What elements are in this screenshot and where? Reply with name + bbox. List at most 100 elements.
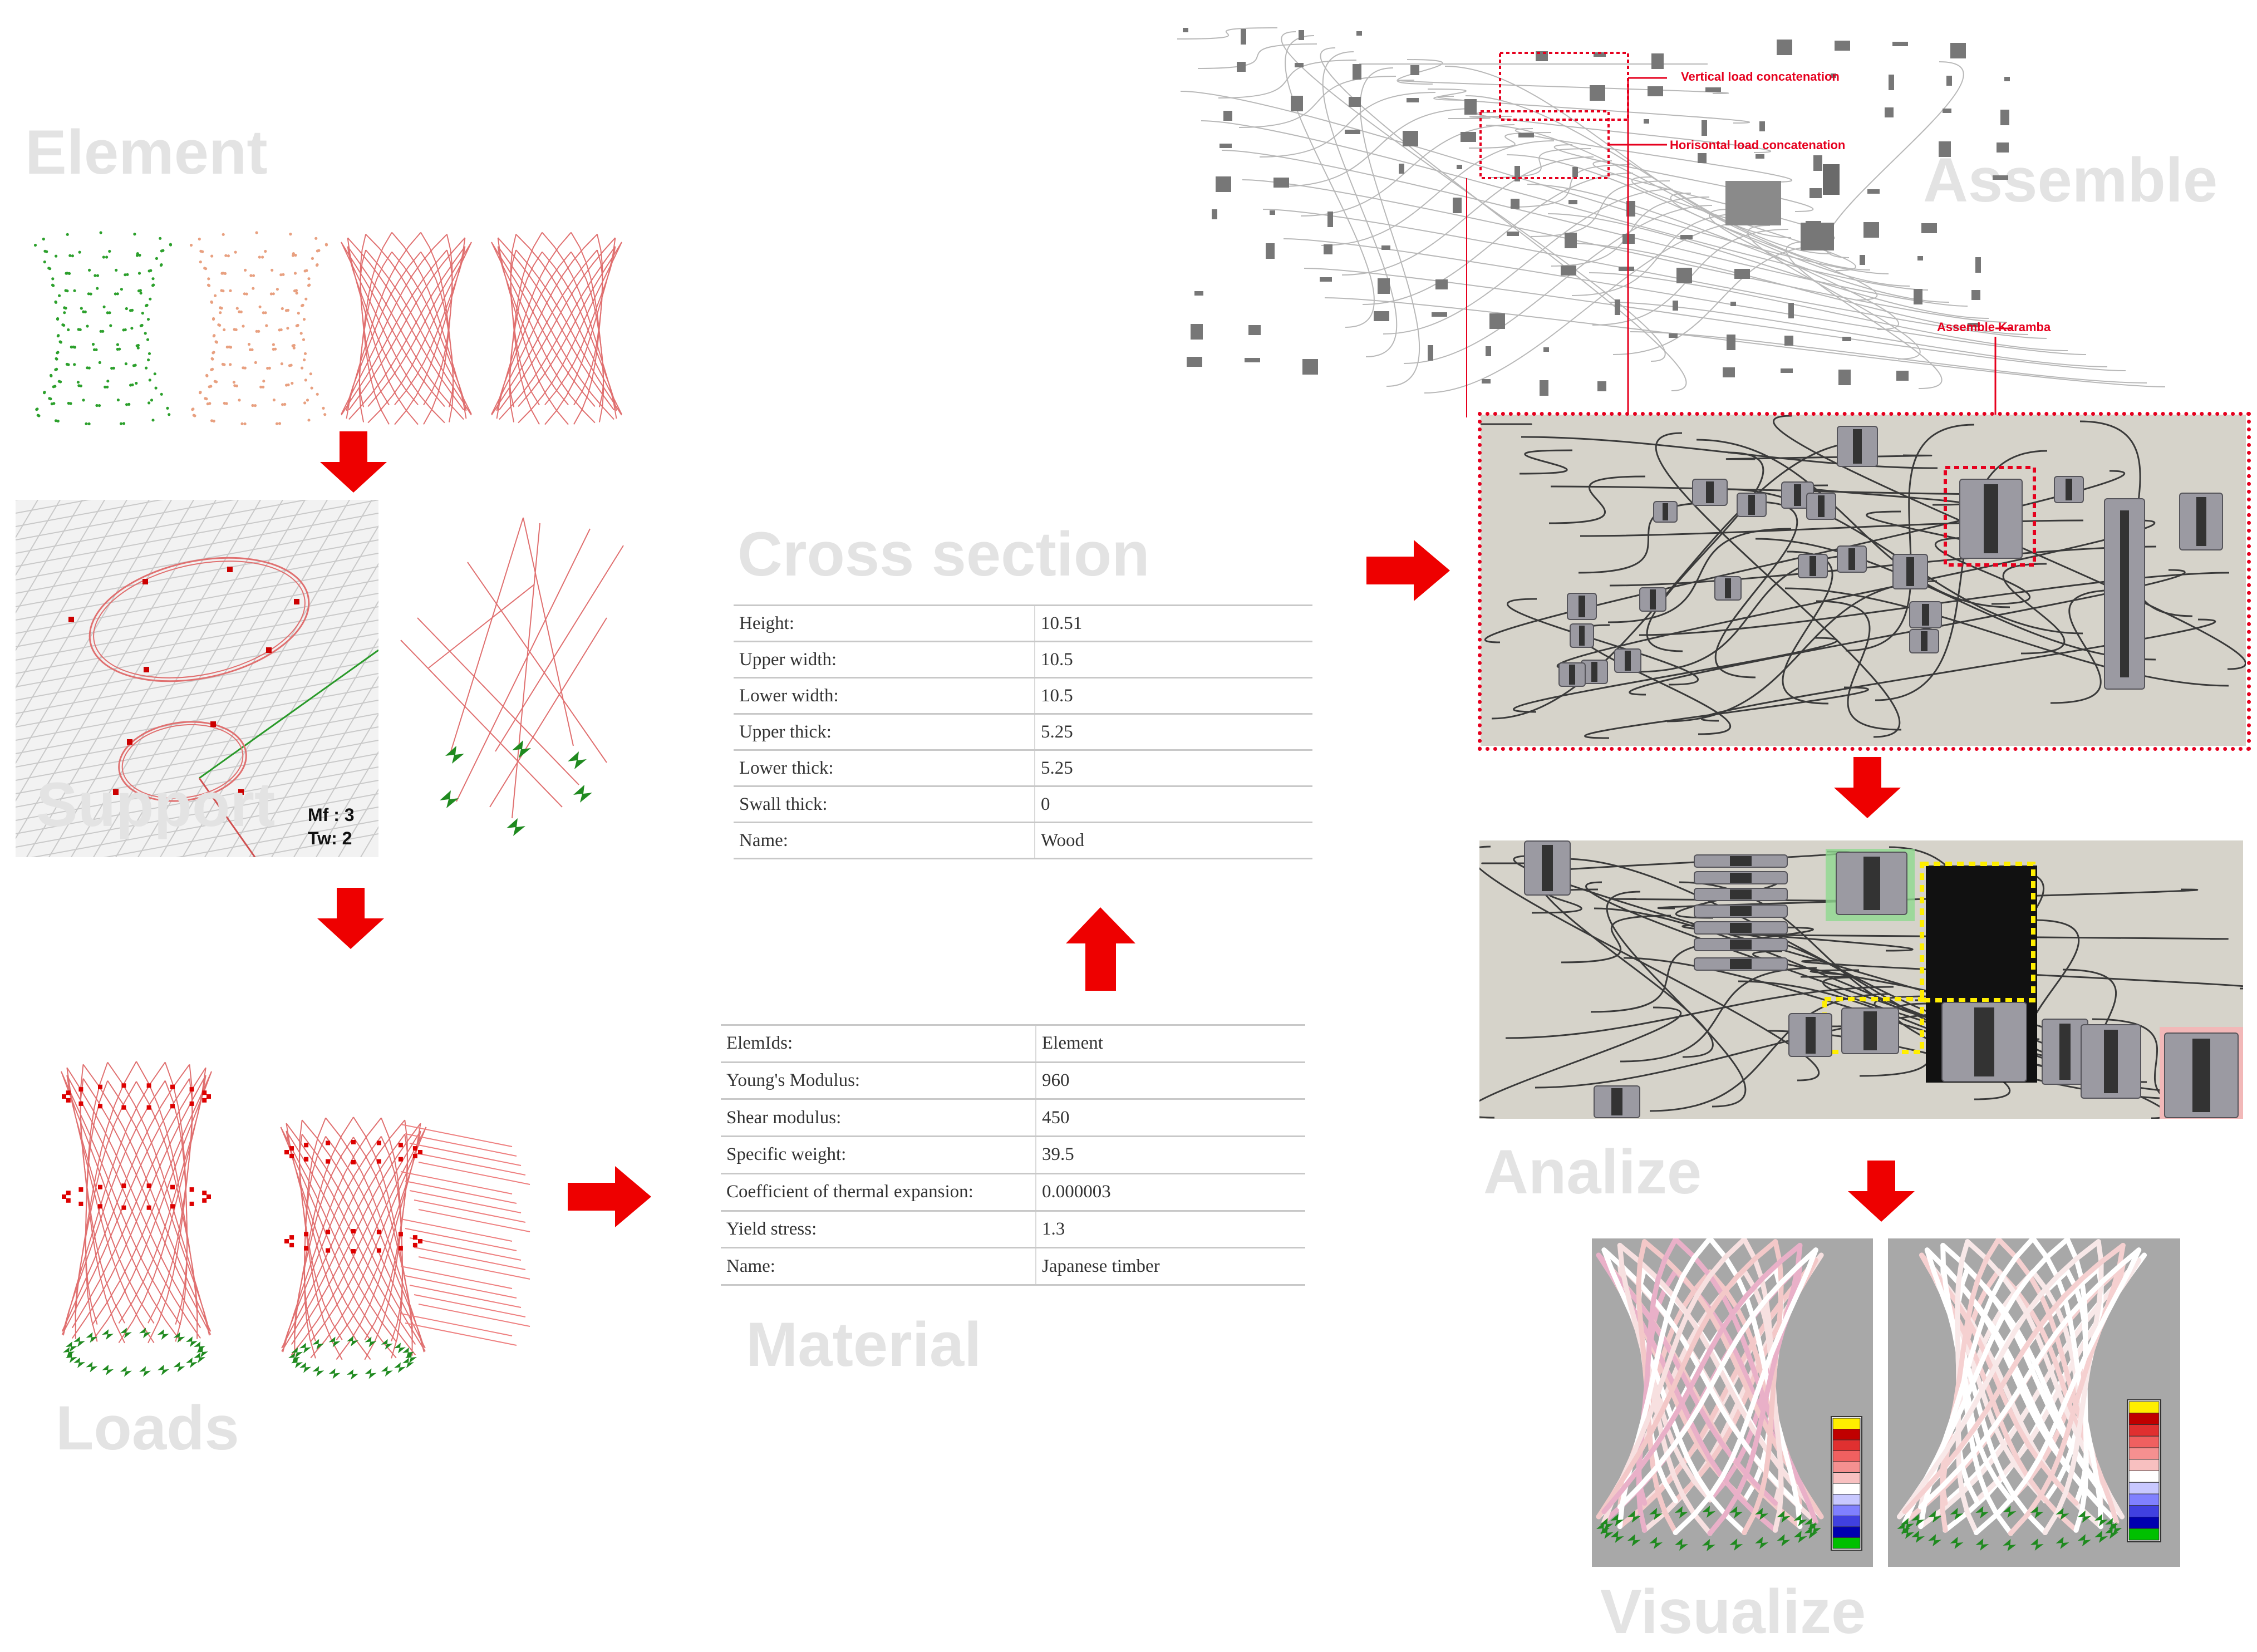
component-node xyxy=(1841,1007,1899,1054)
arrow-right-icon xyxy=(568,1166,651,1227)
material-title: Material xyxy=(746,1310,982,1379)
component-node xyxy=(1614,648,1641,673)
arrow-down-icon xyxy=(320,431,387,493)
row-key: Young's Modulus: xyxy=(721,1061,1036,1100)
support-crossing-members xyxy=(400,517,624,836)
assemble-overview-graph xyxy=(1177,27,2166,417)
component-node xyxy=(1694,957,1788,971)
assemble-karamba-annotation: Assemble Karamba xyxy=(1937,320,2051,334)
element-lattice-1 xyxy=(341,232,472,425)
row-key: Specific weight: xyxy=(721,1135,1036,1174)
loads-title: Loads xyxy=(56,1393,239,1463)
assemble-title: Assemble xyxy=(1923,145,2218,215)
analize-title: Analize xyxy=(1483,1137,1702,1207)
assemble-canvas xyxy=(1481,415,2246,746)
component-node xyxy=(1959,479,2023,559)
vertical-load-annotation: Vertical load concatenation xyxy=(1681,70,1840,83)
component-node xyxy=(1837,545,1867,573)
row-value: 10.5 xyxy=(1035,641,1312,678)
table-row: Upper thick:5.25 xyxy=(734,713,1312,751)
component-node xyxy=(1798,554,1828,578)
table-row: Yield stress:1.3 xyxy=(721,1210,1305,1249)
component-node xyxy=(2081,1024,2141,1099)
row-value: 39.5 xyxy=(1036,1135,1305,1174)
component-node xyxy=(1836,852,1907,915)
table-row: ElemIds:Element xyxy=(721,1024,1305,1063)
row-key: Shear modulus: xyxy=(721,1098,1036,1138)
component-node xyxy=(1892,554,1928,589)
row-value: Japanese timber xyxy=(1036,1247,1305,1286)
analize-canvas xyxy=(1479,840,2243,1119)
table-row: Upper width:10.5 xyxy=(734,641,1312,678)
component-node xyxy=(2054,476,2084,503)
component-node xyxy=(1837,426,1878,467)
row-value: 960 xyxy=(1036,1061,1305,1100)
arrow-down-icon xyxy=(1834,757,1901,818)
row-value: 5.25 xyxy=(1035,749,1312,787)
element-salmon-points xyxy=(189,231,328,426)
component-node xyxy=(1558,662,1586,687)
visualize-render-2 xyxy=(1888,1238,2180,1567)
row-value: 1.3 xyxy=(1036,1210,1305,1249)
row-value: Wood xyxy=(1035,822,1312,859)
table-row: Height:10.51 xyxy=(734,604,1312,642)
element-lattice-2 xyxy=(491,232,622,425)
loads-structure-vertical xyxy=(61,1061,212,1377)
component-node xyxy=(1524,840,1571,896)
render-2-structure xyxy=(1897,1238,2161,1551)
table-row: Specific weight:39.5 xyxy=(721,1135,1305,1174)
row-key: Yield stress: xyxy=(721,1210,1036,1249)
component-node xyxy=(1909,629,1939,653)
arrow-up-icon xyxy=(1066,907,1135,991)
component-node xyxy=(1567,593,1597,620)
row-key: Coefficient of thermal expansion: xyxy=(721,1172,1036,1212)
render-1-structure xyxy=(1596,1238,1862,1551)
material-table: ElemIds:Element Young's Modulus:960 Shea… xyxy=(721,1024,1305,1286)
component-node xyxy=(1694,888,1788,901)
component-node xyxy=(1570,623,1594,648)
component-node xyxy=(1653,501,1678,523)
component-node xyxy=(1806,493,1836,520)
component-node xyxy=(1788,1013,1832,1057)
arrow-right-icon xyxy=(1366,540,1450,601)
table-row: Swall thick:0 xyxy=(734,785,1312,823)
table-row: Name:Japanese timber xyxy=(721,1247,1305,1286)
row-key: Name: xyxy=(721,1247,1036,1286)
visualize-title: Visualize xyxy=(1600,1577,1866,1646)
component-node xyxy=(1714,576,1742,601)
row-value: Element xyxy=(1036,1024,1305,1063)
horizontal-load-annotation: Horisontal load concatenation xyxy=(1670,138,1846,152)
component-node xyxy=(1941,1002,2027,1082)
table-row: Shear modulus:450 xyxy=(721,1098,1305,1138)
tw-label: Tw: 2 xyxy=(308,828,352,848)
component-node xyxy=(1737,493,1767,517)
table-row: Lower thick:5.25 xyxy=(734,749,1312,787)
loads-structure-horizontal xyxy=(280,1117,530,1380)
element-green-points xyxy=(33,231,173,426)
arrow-down-icon xyxy=(317,888,384,949)
component-node xyxy=(1694,854,1788,868)
component-node xyxy=(1694,938,1788,951)
table-row: Coefficient of thermal expansion:0.00000… xyxy=(721,1172,1305,1212)
support-grid xyxy=(16,500,378,857)
row-value: 5.25 xyxy=(1035,713,1312,751)
component-node xyxy=(1692,479,1728,506)
visualize-render-1 xyxy=(1592,1238,1873,1567)
component-node xyxy=(1694,904,1788,918)
element-title: Element xyxy=(25,117,268,187)
component-node xyxy=(1694,871,1788,884)
mf-label: Mf : 3 xyxy=(308,805,355,825)
assemble-canvas-frame xyxy=(1478,412,2251,751)
table-row: Name:Wood xyxy=(734,822,1312,859)
row-value: 0 xyxy=(1035,785,1312,823)
row-key: ElemIds: xyxy=(721,1024,1036,1063)
row-key: Name: xyxy=(734,822,1035,859)
component-node xyxy=(1909,601,1942,628)
cross-section-table: Height:10.51 Upper width:10.5 Lower widt… xyxy=(734,604,1312,859)
arrow-down-icon xyxy=(1848,1161,1915,1222)
table-row: Lower width:10.5 xyxy=(734,677,1312,715)
table-row: Young's Modulus:960 xyxy=(721,1061,1305,1100)
row-key: Upper thick: xyxy=(734,713,1035,751)
row-value: 10.51 xyxy=(1035,604,1312,642)
component-node xyxy=(1694,921,1788,935)
